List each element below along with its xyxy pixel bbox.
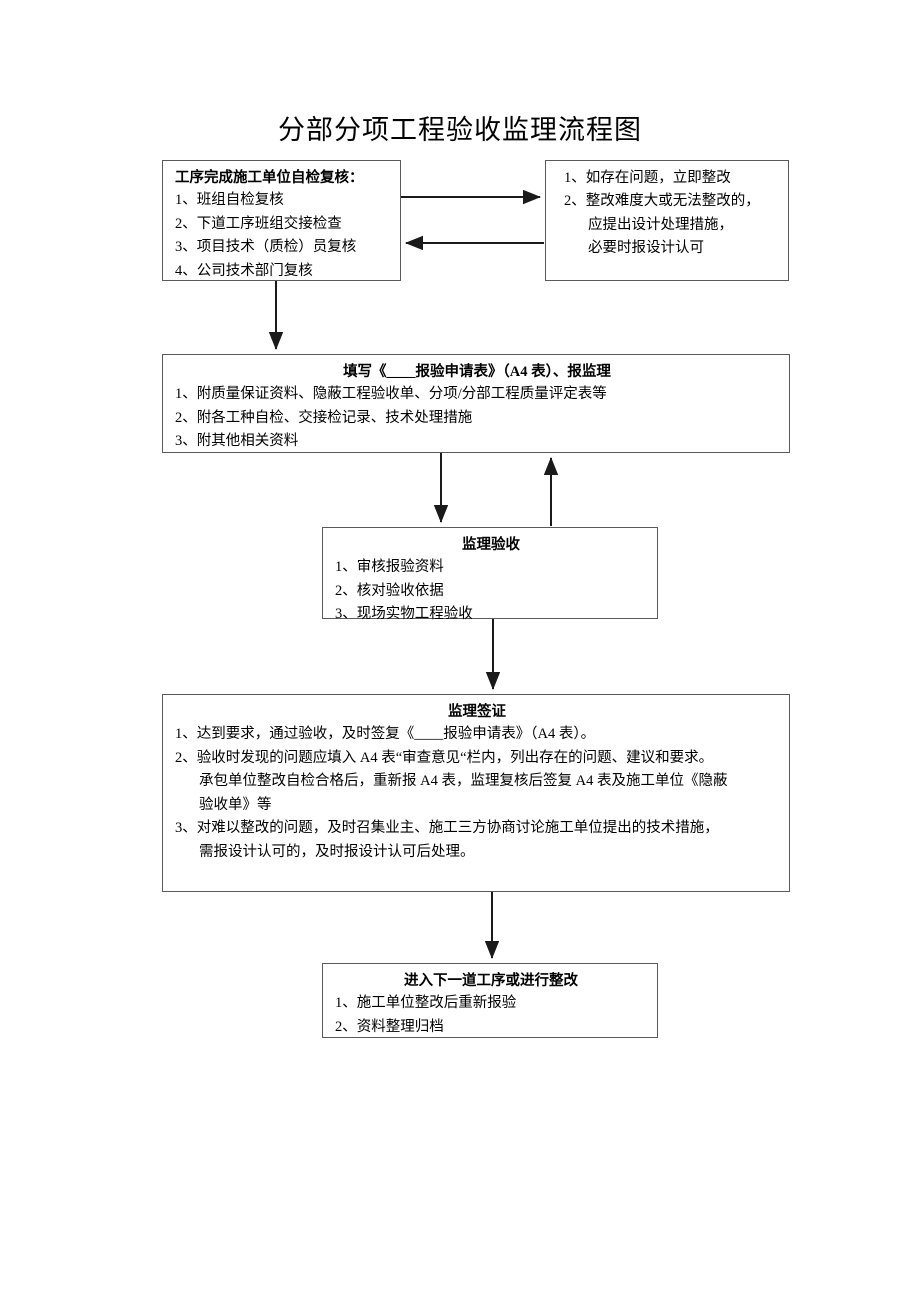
node-rectify-item-2-cont-2: 必要时报设计认可: [588, 240, 704, 257]
node-supervision-visa-item-2-cont-1: 承包单位整改自检合格后，重新报 A4 表，监理复核后签复 A4 表及施工单位《隐…: [199, 773, 728, 790]
node-supervision-visa-item-2-cont-2: 验收单》等: [199, 796, 272, 813]
node-next-process-item-2: 2、资料整理归档: [335, 1018, 444, 1035]
node-supervision-acceptance-item-2: 2、核对验收依据: [335, 582, 444, 599]
node-supervision-visa[interactable]: 监理签证 1、达到要求，通过验收，及时签复《____报验申请表》（A4 表）。 …: [162, 694, 790, 892]
page-title: 分部分项工程验收监理流程图: [278, 115, 642, 145]
node-rectify[interactable]: 1、如存在问题，立即整改 2、整改难度大或无法整改的， 应提出设计处理措施， 必…: [545, 160, 789, 281]
node-self-check-item-4: 4、公司技术部门复核: [175, 262, 313, 279]
node-self-check-item-1: 1、班组自检复核: [175, 192, 284, 209]
node-supervision-acceptance-heading: 监理验收: [462, 537, 520, 553]
node-application-heading: 填写《____报验申请表》（A4 表）、报监理: [343, 364, 611, 380]
node-rectify-item-2: 2、整改难度大或无法整改的，: [564, 193, 760, 210]
node-supervision-visa-heading: 监理签证: [448, 704, 506, 720]
node-supervision-acceptance-item-3: 3、现场实物工程验收: [335, 606, 473, 623]
node-application-item-3: 3、附其他相关资料: [175, 433, 299, 450]
node-next-process[interactable]: 进入下一道工序或进行整改 1、施工单位整改后重新报验 2、资料整理归档: [322, 963, 658, 1038]
node-supervision-visa-item-1: 1、达到要求，通过验收，及时签复《____报验申请表》（A4 表）。: [175, 726, 596, 743]
node-self-check[interactable]: 工序完成施工单位自检复核： 1、班组自检复核 2、下道工序班组交接检查 3、项目…: [162, 160, 401, 281]
node-supervision-acceptance-item-1: 1、审核报验资料: [335, 559, 444, 576]
node-application[interactable]: 填写《____报验申请表》（A4 表）、报监理 1、附质量保证资料、隐蔽工程验收…: [162, 354, 790, 453]
node-application-item-2: 2、附各工种自检、交接检记录、技术处理措施: [175, 409, 473, 426]
node-self-check-item-2: 2、下道工序班组交接检查: [175, 215, 342, 232]
node-supervision-visa-item-2: 2、验收时发现的问题应填入 A4 表“审查意见“栏内，列出存在的问题、建议和要求…: [175, 749, 714, 766]
node-next-process-item-1: 1、施工单位整改后重新报验: [335, 995, 517, 1012]
node-supervision-visa-item-3-cont: 需报设计认可的，及时报设计认可后处理。: [199, 843, 475, 860]
node-rectify-item-1: 1、如存在问题，立即整改: [564, 170, 731, 186]
node-supervision-acceptance[interactable]: 监理验收 1、审核报验资料 2、核对验收依据 3、现场实物工程验收: [322, 527, 658, 622]
node-next-process-heading: 进入下一道工序或进行整改: [404, 973, 578, 989]
node-application-item-1: 1、附质量保证资料、隐蔽工程验收单、分项/分部工程质量评定表等: [175, 386, 607, 403]
node-self-check-item-3: 3、项目技术（质检）员复核: [175, 239, 357, 256]
node-rectify-item-2-cont-1: 应提出设计处理措施，: [588, 216, 733, 233]
node-self-check-heading: 工序完成施工单位自检复核：: [175, 170, 364, 186]
node-supervision-visa-item-3: 3、对难以整改的问题，及时召集业主、施工三方协商讨论施工单位提出的技术措施，: [175, 820, 719, 837]
